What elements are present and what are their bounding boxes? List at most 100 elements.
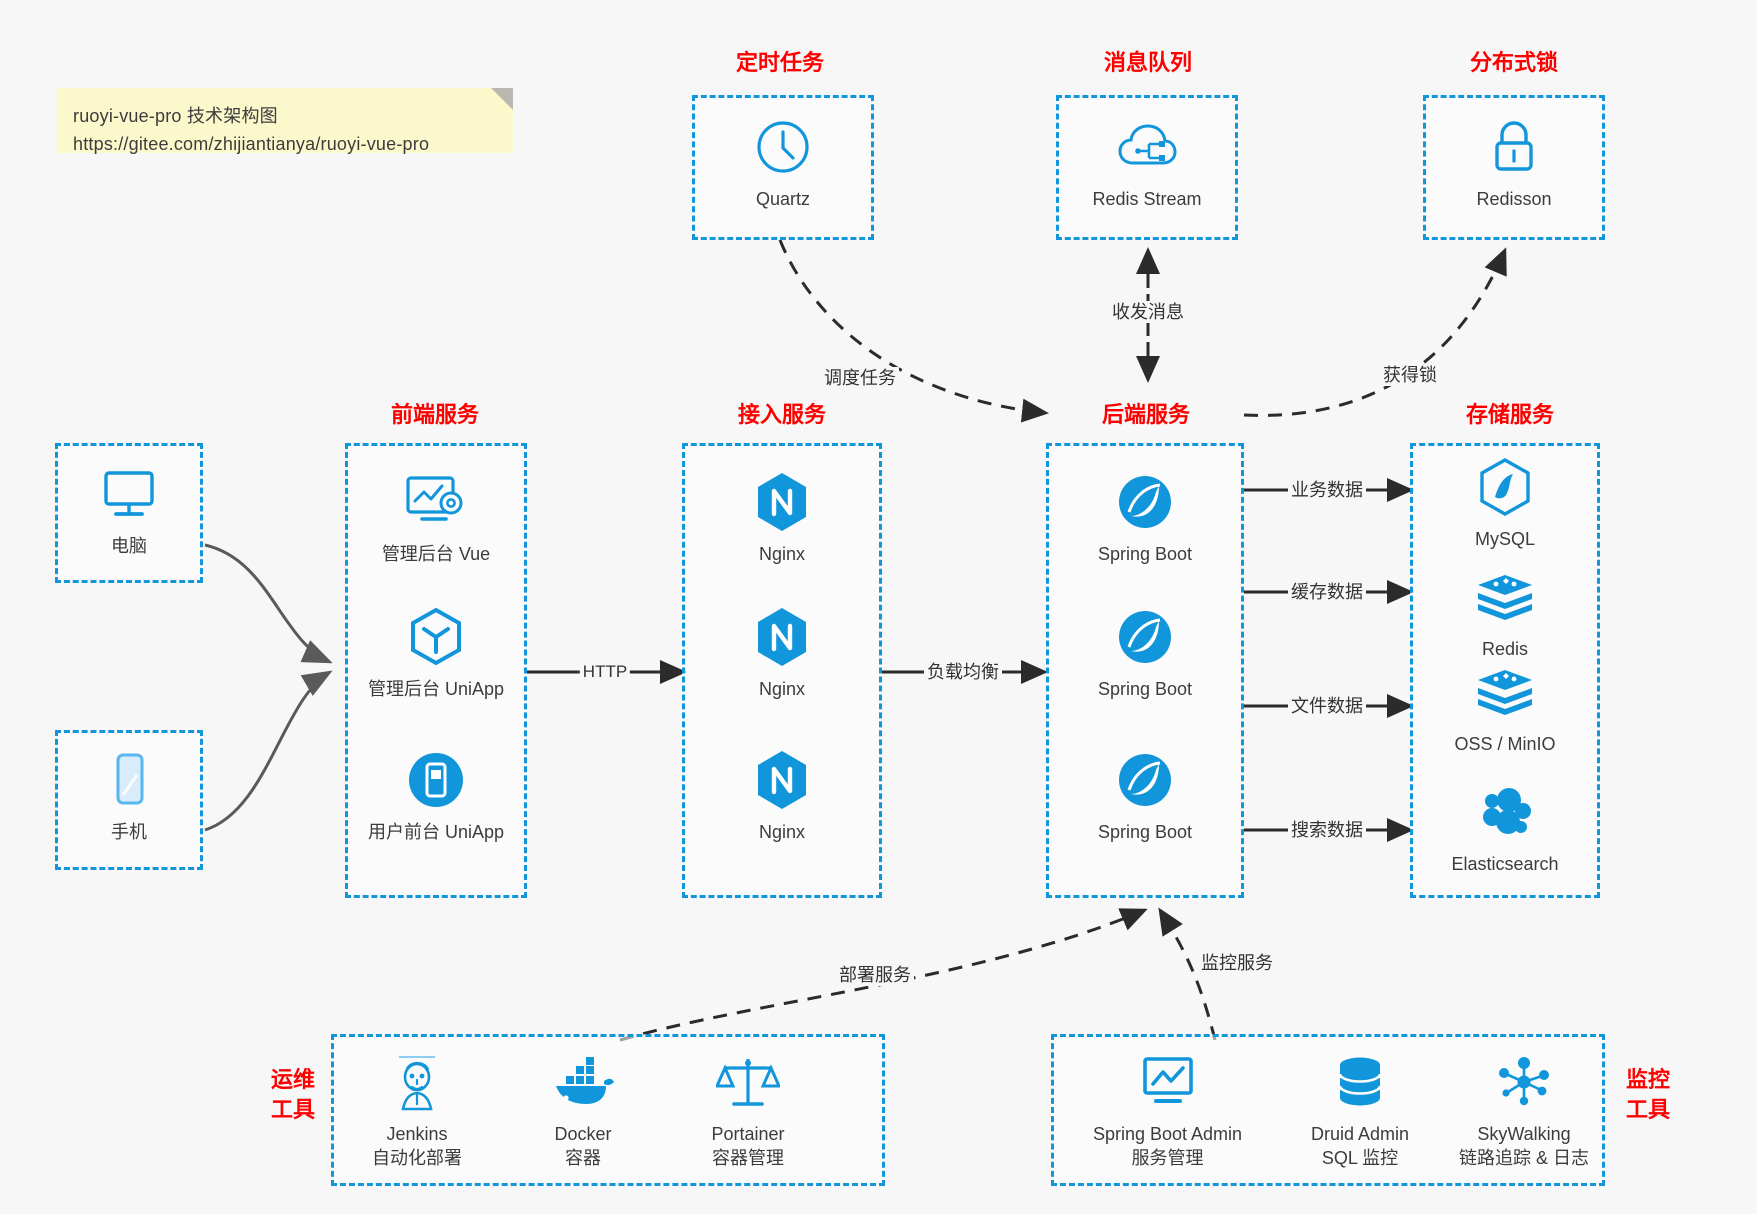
group-title-frontend: 前端服务 (390, 402, 479, 427)
node-nginx-3[interactable]: Nginx (702, 748, 862, 844)
group-title-monitor-tools: 监控 工具 (1613, 1065, 1683, 1125)
node-label: MySQL (1474, 529, 1535, 549)
node-sublabel: 链路追踪 & 日志 (1458, 1148, 1589, 1168)
group-scheduled-task (692, 95, 874, 240)
node-nginx-2[interactable]: Nginx (702, 605, 862, 701)
node-sublabel: 自动化部署 (372, 1148, 462, 1168)
group-title-gateway: 接入服务 (737, 402, 826, 427)
group-title-ops-tools: 运维 工具 (258, 1065, 328, 1125)
group-message-queue (1056, 95, 1238, 240)
nginx-icon (702, 748, 862, 812)
group-title-backend: 后端服务 (1101, 402, 1190, 427)
mobile-app-icon (356, 748, 516, 812)
edge-pc-to-frontend (204, 543, 333, 664)
node-jenkins[interactable]: Jenkins 自动化部署 (337, 1050, 497, 1170)
node-label: Nginx (758, 822, 806, 842)
node-label: Redis (1481, 639, 1529, 659)
note-fold-corner (491, 88, 513, 110)
cloud-stream-icon (1067, 115, 1227, 179)
node-springboot-3[interactable]: Spring Boot (1065, 748, 1225, 844)
node-mysql[interactable]: MySQL (1425, 455, 1585, 551)
node-label: Druid Admin (1310, 1124, 1410, 1144)
edge-quartz-to-backend (778, 239, 1049, 423)
desktop-monitor-icon (49, 462, 209, 526)
nginx-icon (702, 605, 862, 669)
node-label: SkyWalking (1477, 1124, 1571, 1144)
edge-label-business-data: 业务数据 (1288, 479, 1366, 501)
lock-icon (1434, 115, 1594, 179)
edge-label-cache-data: 缓存数据 (1288, 581, 1366, 603)
node-label: Quartz (755, 189, 811, 209)
node-mobile[interactable]: 手机 (49, 748, 209, 844)
edge-label-acquire-lock: 获得锁 (1380, 364, 1440, 386)
edge-label-http: HTTP (579, 661, 631, 683)
elasticsearch-icon (1425, 780, 1585, 844)
edge-backend-to-redisson (1243, 247, 1507, 417)
edge-label-schedule-task: 调度任务 (821, 367, 899, 389)
node-label: Docker (554, 1124, 612, 1144)
node-redisson[interactable]: Redisson (1434, 115, 1594, 211)
mysql-icon (1425, 455, 1585, 519)
note-line-2: https://gitee.com/zhijiantianya/ruoyi-vu… (73, 134, 430, 154)
monitor-chart-icon (1070, 1050, 1265, 1114)
node-label: OSS / MinIO (1454, 734, 1556, 754)
redis-stack-icon (1425, 660, 1585, 724)
node-redis-stream[interactable]: Redis Stream (1067, 115, 1227, 211)
note-line-1: ruoyi-vue-pro 技术架构图 (73, 106, 278, 126)
node-label: Nginx (758, 679, 806, 699)
node-springboot-1[interactable]: Spring Boot (1065, 470, 1225, 566)
node-pc[interactable]: 电脑 (49, 462, 209, 558)
node-label: 手机 (111, 822, 147, 842)
edge-label-file-data: 文件数据 (1288, 695, 1366, 717)
redis-stack-icon (1425, 565, 1585, 629)
group-distributed-lock (1423, 95, 1605, 240)
node-druid-admin[interactable]: Druid Admin SQL 监控 (1270, 1050, 1450, 1170)
node-label: Elasticsearch (1451, 854, 1559, 874)
database-icon (1270, 1050, 1450, 1114)
node-user-uniapp[interactable]: 用户前台 UniApp (356, 748, 516, 844)
group-title-scheduled-task: 定时任务 (735, 50, 824, 75)
edge-monitor-to-backend (1158, 907, 1217, 1041)
spring-boot-icon (1065, 470, 1225, 534)
node-label: Spring Boot (1097, 822, 1193, 842)
uniapp-cube-icon (356, 605, 516, 669)
skywalking-node-icon (1434, 1050, 1614, 1114)
node-label: Nginx (758, 544, 806, 564)
spring-boot-icon (1065, 748, 1225, 812)
diagram-note: ruoyi-vue-pro 技术架构图 https://gitee.com/zh… (57, 88, 513, 154)
node-redis[interactable]: Redis (1425, 565, 1585, 661)
node-sublabel: 服务管理 (1131, 1148, 1204, 1168)
node-label: Redis Stream (1092, 189, 1202, 209)
node-sublabel: SQL 监控 (1321, 1148, 1399, 1168)
node-docker[interactable]: Docker 容器 (503, 1050, 663, 1170)
node-spring-boot-admin[interactable]: Spring Boot Admin 服务管理 (1070, 1050, 1265, 1170)
node-sublabel: 容器管理 (712, 1148, 784, 1168)
jenkins-icon (337, 1050, 497, 1114)
node-quartz[interactable]: Quartz (703, 115, 863, 211)
node-label: 管理后台 Vue (381, 544, 491, 564)
nginx-icon (702, 470, 862, 534)
ops-title-line-2: 工具 (270, 1097, 315, 1122)
node-admin-vue[interactable]: 管理后台 Vue (356, 470, 516, 566)
edge-label-load-balance: 负载均衡 (924, 661, 1002, 683)
node-nginx-1[interactable]: Nginx (702, 470, 862, 566)
dashboard-gear-icon (356, 470, 516, 534)
node-portainer[interactable]: Portainer 容器管理 (668, 1050, 828, 1170)
node-skywalking[interactable]: SkyWalking 链路追踪 & 日志 (1434, 1050, 1614, 1170)
edge-mobile-to-frontend (204, 670, 333, 832)
node-springboot-2[interactable]: Spring Boot (1065, 605, 1225, 701)
edge-label-deploy-service: 部署服务 (836, 964, 914, 986)
node-label: Spring Boot Admin (1092, 1124, 1243, 1144)
monitor-title-line-1: 监控 (1625, 1067, 1670, 1092)
node-elasticsearch[interactable]: Elasticsearch (1425, 780, 1585, 876)
edge-label-search-data: 搜索数据 (1288, 819, 1366, 841)
edge-label-monitor-service: 监控服务 (1198, 952, 1276, 974)
group-title-distributed-lock: 分布式锁 (1469, 50, 1558, 75)
node-label: Spring Boot (1097, 544, 1193, 564)
node-oss-minio[interactable]: OSS / MinIO (1425, 660, 1585, 756)
clock-icon (703, 115, 863, 179)
node-admin-uniapp[interactable]: 管理后台 UniApp (356, 605, 516, 701)
node-label: Portainer (711, 1124, 785, 1144)
node-label: Jenkins (386, 1124, 448, 1144)
node-label: Redisson (1476, 189, 1552, 209)
